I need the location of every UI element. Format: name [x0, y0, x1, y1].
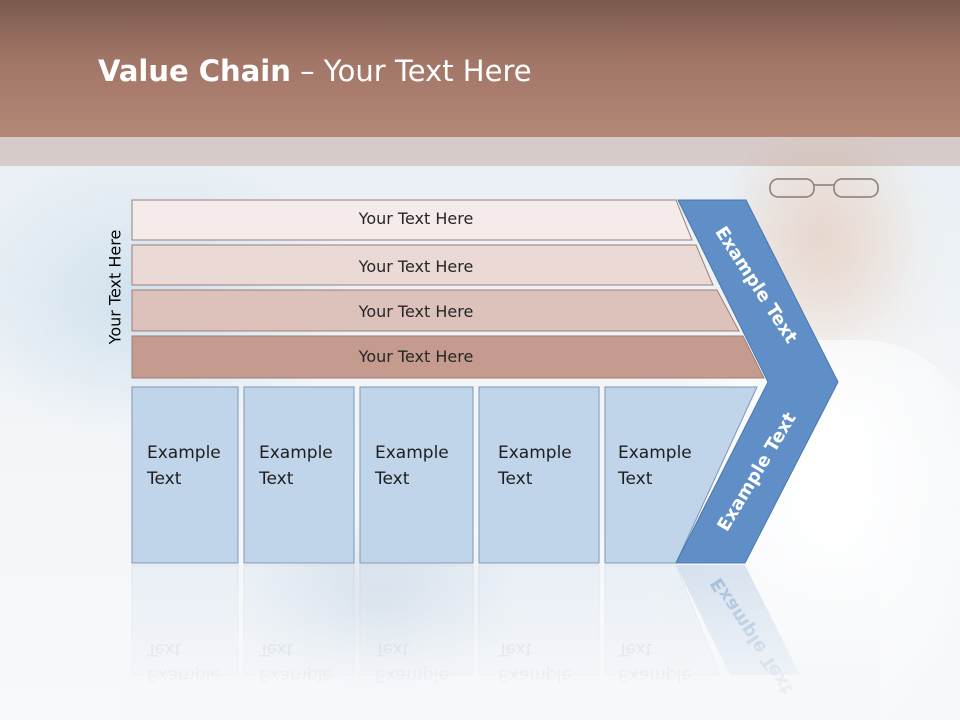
column-shape-3 [359, 386, 474, 564]
column-label-1: Example Text [147, 443, 221, 489]
row-shape-3 [131, 289, 740, 332]
column-label-2: Example Text [259, 443, 333, 489]
row-label-1: Your Text Here [358, 209, 474, 228]
title-rest: – Your Text Here [290, 54, 532, 88]
row-shape-4 [131, 335, 765, 379]
column-shape-2 [243, 386, 355, 564]
title-band [0, 0, 960, 137]
glasses-image [769, 178, 879, 198]
column-label-3: Example Text [375, 443, 449, 489]
side-label: Your Text Here [105, 229, 125, 345]
row-label-4: Your Text Here [358, 347, 474, 366]
reflection-fade [120, 560, 880, 720]
title-bold: Value Chain [98, 54, 291, 88]
column-label-5: Example Text [618, 443, 692, 489]
row-label-3: Your Text Here [358, 302, 474, 321]
column-shape-4 [478, 386, 600, 564]
sub-band [0, 137, 960, 166]
row-label-2: Your Text Here [358, 257, 474, 276]
slide-title: Value Chain – Your Text Here [98, 54, 532, 88]
row-shape-2 [131, 244, 714, 286]
column-label-4: Example Text [498, 443, 572, 489]
row-shape-1 [131, 199, 693, 241]
